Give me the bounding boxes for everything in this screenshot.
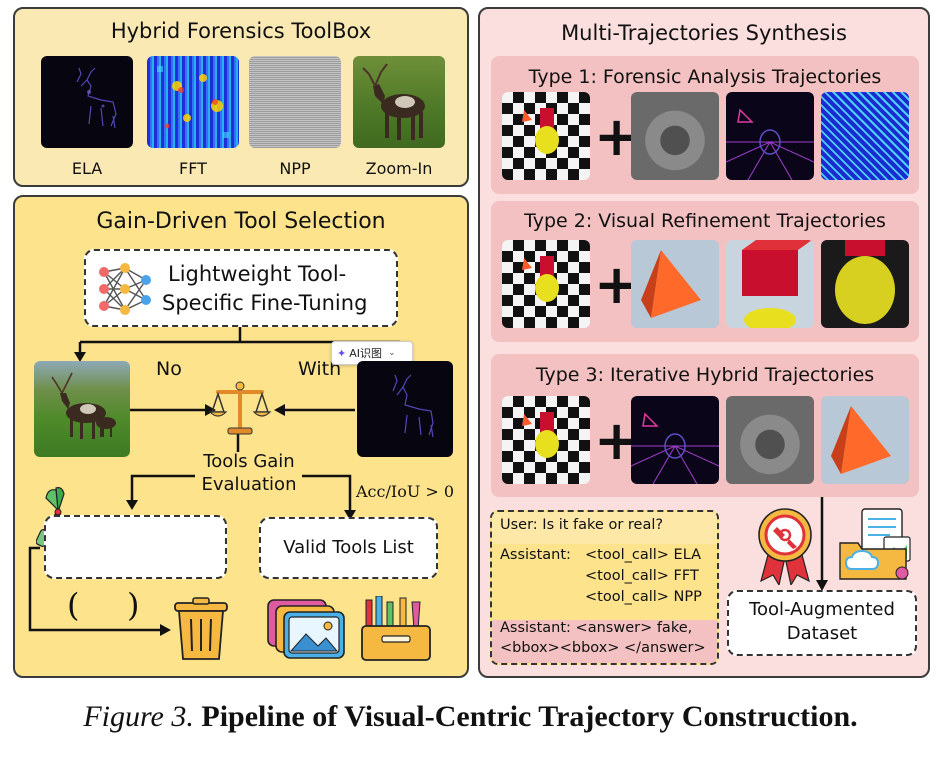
dialog-assistant-prefix: Assistant: bbox=[500, 547, 571, 563]
dialog-call-ela: <tool_call> ELA bbox=[585, 547, 702, 563]
balance-scale-icon bbox=[208, 381, 272, 435]
zoom-in-image bbox=[353, 56, 445, 148]
type3-title: Type 3: Iterative Hybrid Trajectories bbox=[535, 364, 875, 386]
valid-tools-label: Valid Tools List bbox=[283, 537, 414, 558]
dialog-box bbox=[490, 510, 719, 665]
type3-zoom-cone-image bbox=[821, 396, 909, 484]
figure-caption: Figure 3. Pipeline of Visual-Centric Tra… bbox=[0, 700, 941, 734]
dialog-call-fft: <tool_call> FFT bbox=[585, 568, 699, 584]
ai-sparkle-icon: ✦ bbox=[337, 346, 347, 360]
ela-reindeer-image bbox=[357, 361, 453, 457]
cloud-data-icon bbox=[839, 508, 911, 580]
type1-fft-image bbox=[821, 92, 909, 180]
dataset-box: Tool-Augmented Dataset bbox=[727, 590, 917, 656]
trash-bin-icon bbox=[174, 597, 228, 660]
dialog-answer-line1: Assistant: <answer> fake, bbox=[500, 620, 693, 636]
npp-image bbox=[249, 56, 341, 148]
condition-label: Acc/IoU > 0 bbox=[356, 482, 455, 501]
npp-label: NPP bbox=[279, 159, 311, 178]
type1-npp-image bbox=[631, 92, 719, 180]
pruned-tools-box bbox=[44, 515, 227, 579]
tool-selection-title: Gain-Driven Tool Selection bbox=[96, 209, 386, 234]
type2-zoom-sphere-image bbox=[821, 240, 909, 328]
fine-tuning-box: Lightweight Tool- Specific Fine-Tuning bbox=[84, 249, 398, 327]
valid-tools-box: Valid Tools List bbox=[259, 517, 438, 579]
award-badge-icon bbox=[758, 508, 812, 585]
synthesis-title: Multi-Trajectories Synthesis bbox=[561, 21, 847, 45]
original-reindeer-image bbox=[34, 361, 130, 457]
fine-tuning-line2: Specific Fine-Tuning bbox=[162, 291, 368, 315]
ai-badge-label: AI识图 bbox=[349, 347, 382, 360]
paren-close: ) bbox=[127, 586, 140, 624]
type3-original-image bbox=[502, 396, 590, 484]
dialog-answer-line2: <bbox><bbox> </answer> bbox=[500, 640, 706, 656]
image-gallery-icon bbox=[267, 599, 345, 659]
with-label: With bbox=[298, 358, 342, 380]
type3-npp-image bbox=[726, 396, 814, 484]
dialog-user: User: Is it fake or real? bbox=[500, 517, 664, 533]
ela-label: ELA bbox=[71, 159, 103, 178]
dataset-line1: Tool-Augmented bbox=[749, 599, 895, 620]
evaluation-line2: Evaluation bbox=[201, 474, 297, 495]
paren-open: ( bbox=[67, 586, 80, 624]
type1-title: Type 1: Forensic Analysis Trajectories bbox=[528, 66, 882, 88]
type1-ela-image bbox=[726, 92, 814, 180]
ela-image bbox=[41, 56, 133, 148]
chevron-down-icon: ⌄ bbox=[388, 348, 396, 358]
type2-original-image bbox=[502, 240, 590, 328]
caption-label: Figure 3. bbox=[83, 700, 194, 733]
type2-title: Type 2: Visual Refinement Trajectories bbox=[524, 210, 886, 232]
type3-ela-image bbox=[631, 396, 719, 484]
type2-zoom-cube-image bbox=[726, 240, 814, 328]
fft-image bbox=[147, 56, 239, 148]
no-label: No bbox=[156, 358, 182, 380]
evaluation-line1: Tools Gain bbox=[203, 451, 295, 472]
caption-text: Pipeline of Visual-Centric Trajectory Co… bbox=[201, 700, 858, 733]
fine-tuning-line1: Lightweight Tool- bbox=[168, 262, 347, 286]
neural-network-icon bbox=[99, 263, 151, 315]
dataset-line2: Dataset bbox=[786, 623, 858, 644]
zoom-in-label: Zoom-In bbox=[365, 159, 433, 178]
dialog-call-npp: <tool_call> NPP bbox=[585, 589, 702, 605]
type2-zoom-cone-image bbox=[631, 240, 719, 328]
toolkit-icon bbox=[361, 596, 431, 661]
type1-original-image bbox=[502, 92, 590, 180]
fft-label: FFT bbox=[179, 159, 207, 178]
toolbox-title: Hybrid Forensics ToolBox bbox=[110, 19, 372, 43]
